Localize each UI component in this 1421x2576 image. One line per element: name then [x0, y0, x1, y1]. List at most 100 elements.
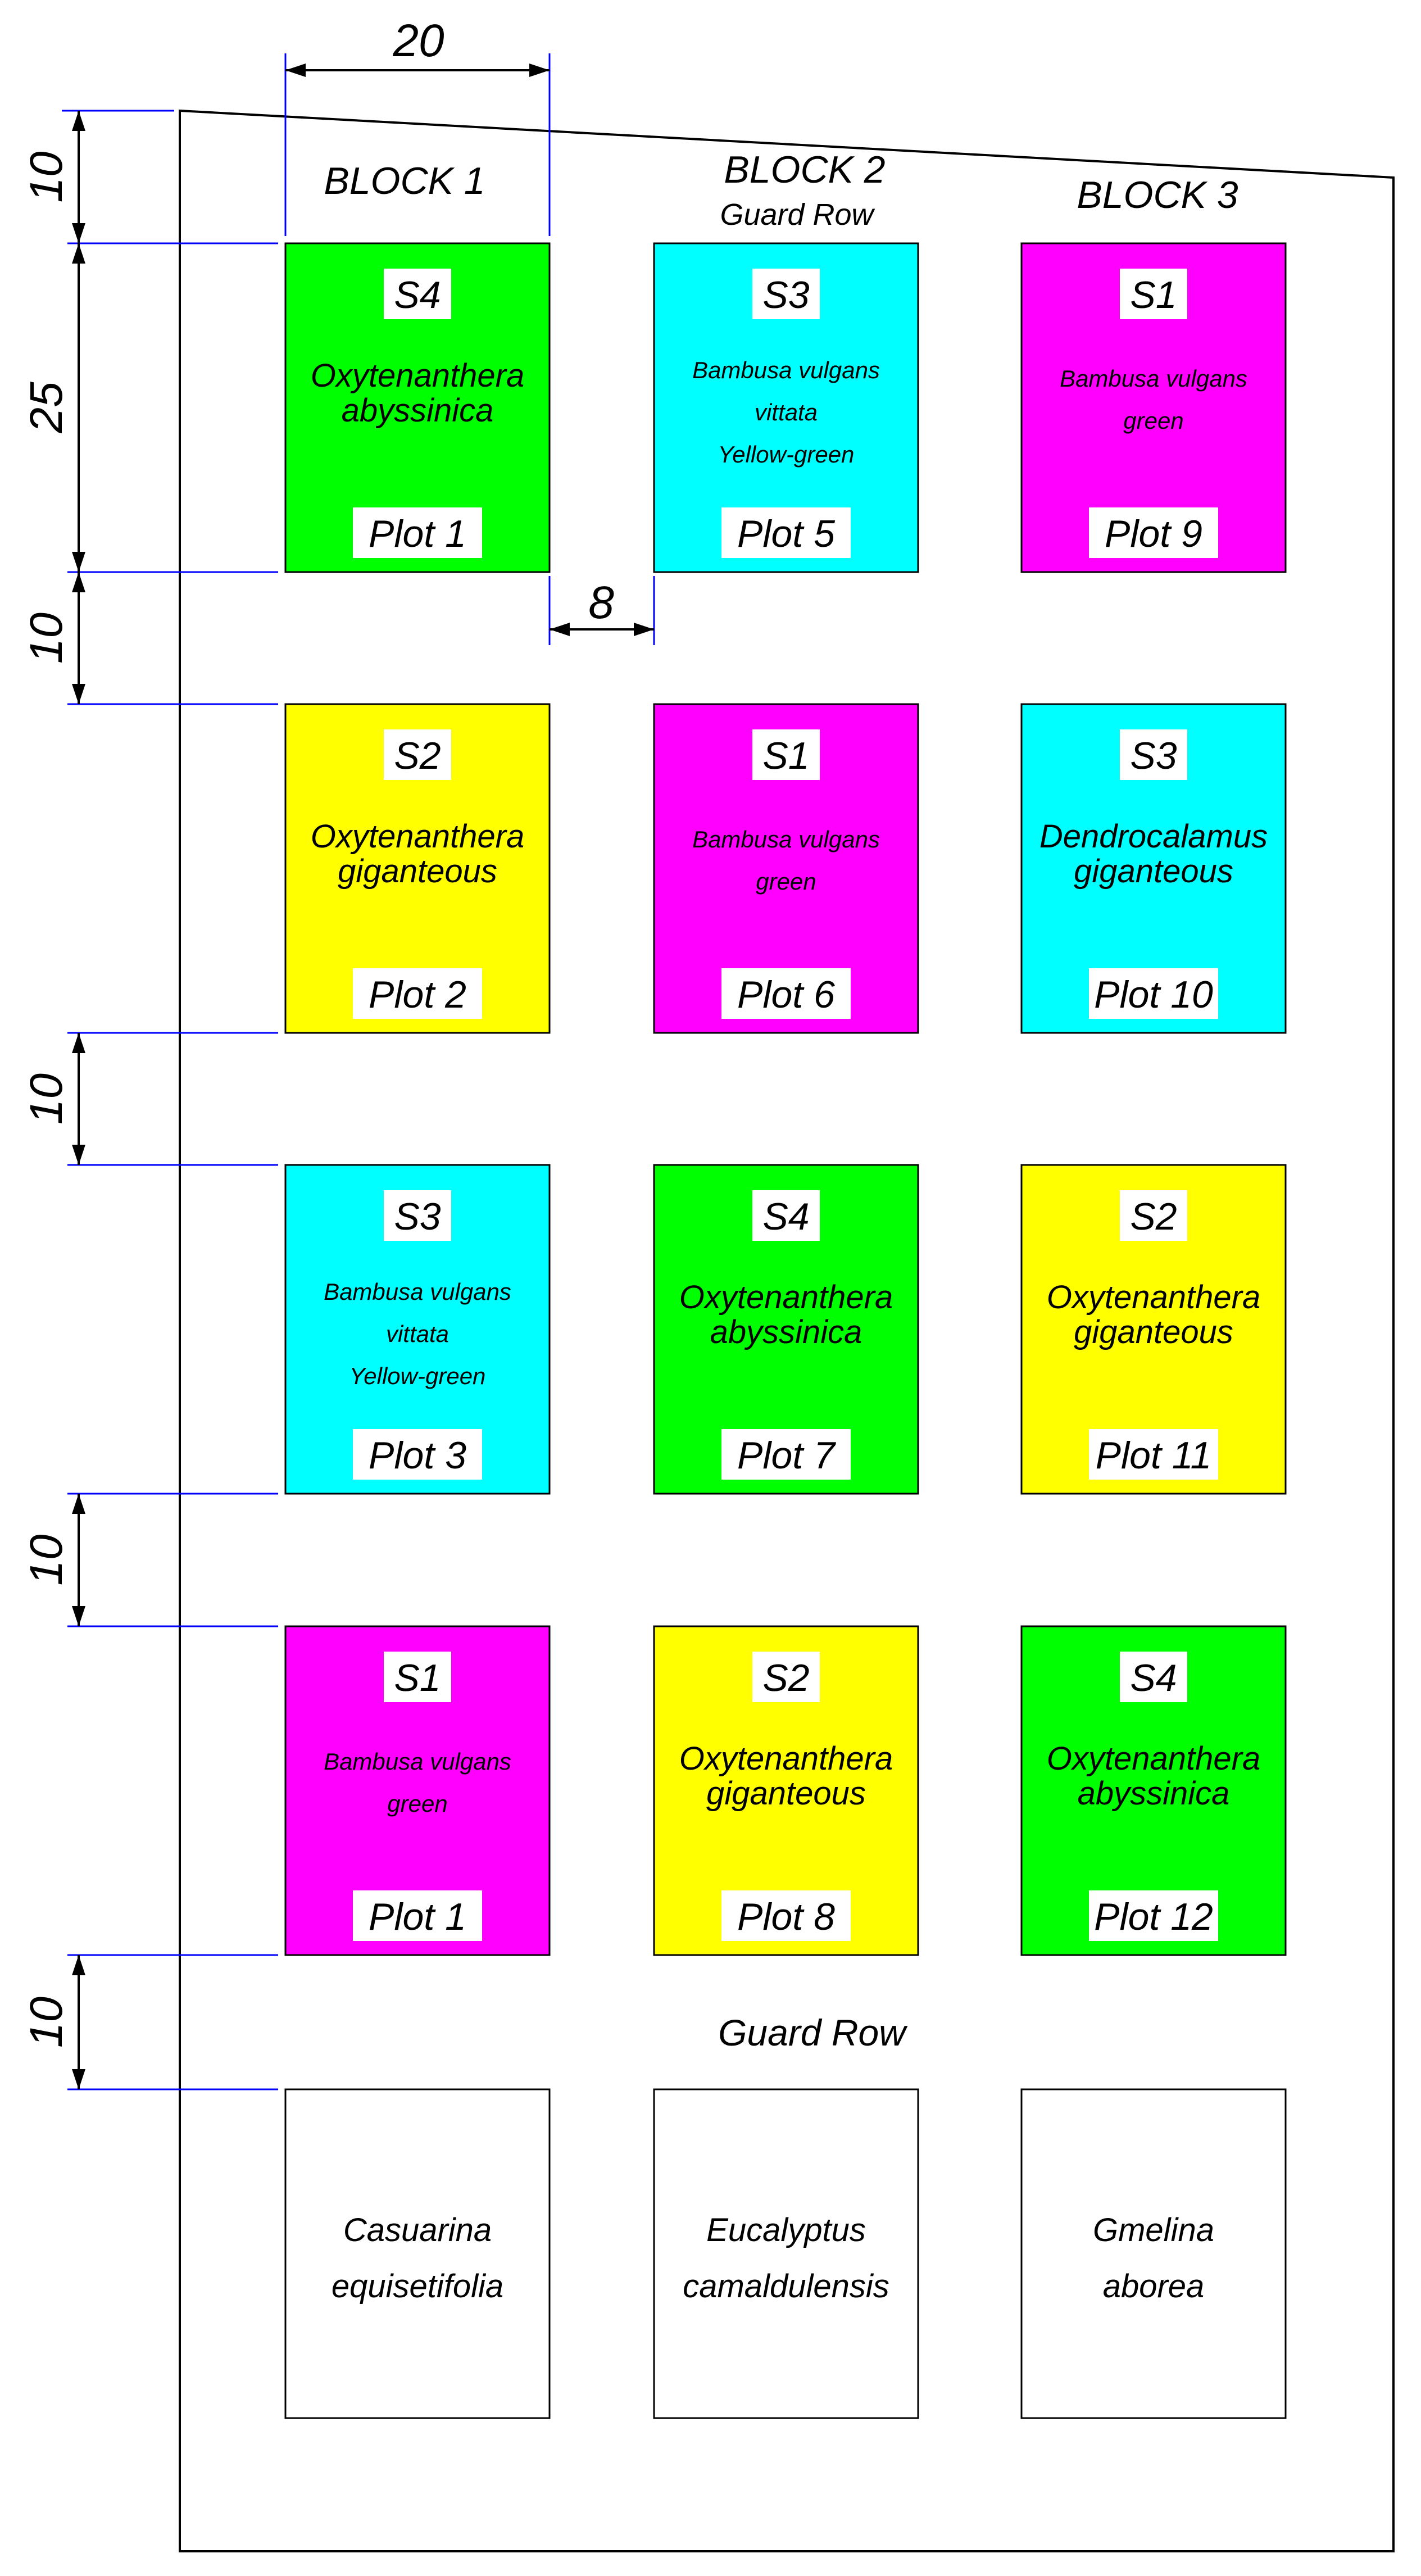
plot-label: Plot 8 [737, 1895, 835, 1938]
species-line: Oxytenanthera [1047, 1740, 1260, 1777]
treatment-label: S3 [762, 274, 809, 316]
treatment-label: S2 [394, 734, 441, 777]
treatment-label-bg [384, 729, 451, 780]
plot-label: Plot 1 [369, 1895, 466, 1938]
treatment-label-bg [384, 1652, 451, 1702]
header-labels: BLOCK 1 BLOCK 2 Guard Row BLOCK 3 Guard … [324, 148, 1238, 2053]
plot-label-bg [1089, 507, 1218, 558]
dimension-label: 10 [21, 151, 72, 202]
species-line: vittata [755, 399, 818, 425]
species-line: Yellow-green [349, 1363, 486, 1389]
arrowhead [72, 1494, 85, 1514]
guard-plot-rect [653, 2088, 919, 2419]
plot-label: Plot 12 [1094, 1895, 1213, 1938]
species-line: Bambusa vulgans [692, 357, 880, 383]
guard-species-line: equisetifolia [332, 2268, 503, 2305]
treatment-label: S2 [762, 1657, 809, 1699]
treatment-label-bg [1120, 729, 1187, 780]
arrowhead [72, 1606, 85, 1626]
guard-plot: Eucalyptus camaldulensis [653, 2088, 919, 2419]
species-line: Oxytenanthera [311, 357, 524, 394]
guard-plot-rect [1020, 2088, 1287, 2419]
treatment-label-bg [1120, 269, 1187, 319]
species-line: giganteous [338, 853, 497, 890]
species-line: giganteous [1074, 1314, 1233, 1350]
plot-label: Plot 7 [737, 1434, 836, 1477]
plot-label-bg [721, 968, 851, 1019]
plot-label: Plot 10 [1094, 973, 1213, 1016]
species-line: Oxytenanthera [679, 1279, 893, 1316]
plot-label-bg [353, 1890, 482, 1941]
treatment-label-bg [752, 1652, 820, 1702]
guard-species-line: camaldulensis [683, 2268, 889, 2305]
species-line: Bambusa vulgans [1060, 365, 1247, 392]
species-line: green [1123, 407, 1183, 434]
plot-label-bg [1089, 968, 1218, 1019]
dimension-label: 8 [588, 577, 614, 628]
treatment-label-bg [752, 1190, 820, 1241]
arrowhead [529, 64, 550, 77]
species-line: abyssinica [1078, 1775, 1230, 1812]
guard-species-line: Eucalyptus [706, 2212, 866, 2248]
species-line: abyssinica [710, 1314, 862, 1350]
plot-label-bg [721, 1429, 851, 1480]
species-line: giganteous [1074, 853, 1233, 890]
treatment-label: S4 [762, 1195, 809, 1238]
guard-plot: Casuarina equisetifolia [284, 2088, 551, 2419]
species-line: Bambusa vulgans [324, 1748, 511, 1775]
dimension-label: 10 [21, 1534, 72, 1585]
arrowhead [72, 1955, 85, 1975]
arrowhead [72, 1033, 85, 1053]
guard-species-line: Gmelina [1093, 2212, 1214, 2248]
species-line: Bambusa vulgans [324, 1278, 511, 1305]
species-line: green [756, 868, 816, 895]
arrowhead [550, 623, 570, 636]
plot-label: Plot 11 [1096, 1434, 1212, 1477]
treatment-label: S4 [1130, 1657, 1177, 1699]
block-1-label: BLOCK 1 [324, 160, 485, 202]
plot-label-bg [1089, 1429, 1218, 1480]
arrowhead [72, 223, 85, 243]
dimension-label: 25 [21, 382, 72, 434]
dimension-label: 10 [21, 613, 72, 664]
dimension-label: 10 [21, 1997, 72, 2048]
arrowhead [72, 2069, 85, 2089]
species-line: green [387, 1790, 447, 1817]
treatment-label: S2 [1130, 1195, 1177, 1238]
treatment-label: S1 [762, 734, 809, 777]
guard-species-line: Casuarina [343, 2212, 492, 2248]
species-line: Oxytenanthera [1047, 1279, 1260, 1316]
plot-label: Plot 3 [369, 1434, 466, 1477]
arrowhead [285, 64, 306, 77]
species-line: Oxytenanthera [679, 1740, 893, 1777]
plot-label: Plot 1 [369, 513, 466, 555]
species-line: giganteous [706, 1775, 866, 1812]
treatment-label-bg [1120, 1190, 1187, 1241]
treatment-label-bg [384, 1190, 451, 1241]
arrowhead [72, 684, 85, 704]
arrowhead [72, 243, 85, 264]
treatment-label-bg [1120, 1652, 1187, 1702]
species-line: vittata [386, 1321, 449, 1347]
treatment-label: S1 [394, 1657, 441, 1699]
species-line: Oxytenanthera [311, 818, 524, 855]
plot-label: Plot 5 [737, 513, 835, 555]
arrowhead [72, 1145, 85, 1165]
treatment-label: S3 [394, 1195, 441, 1238]
plot-label: Plot 9 [1105, 513, 1202, 555]
plot-label-bg [353, 1429, 482, 1480]
plot-label-bg [353, 507, 482, 558]
